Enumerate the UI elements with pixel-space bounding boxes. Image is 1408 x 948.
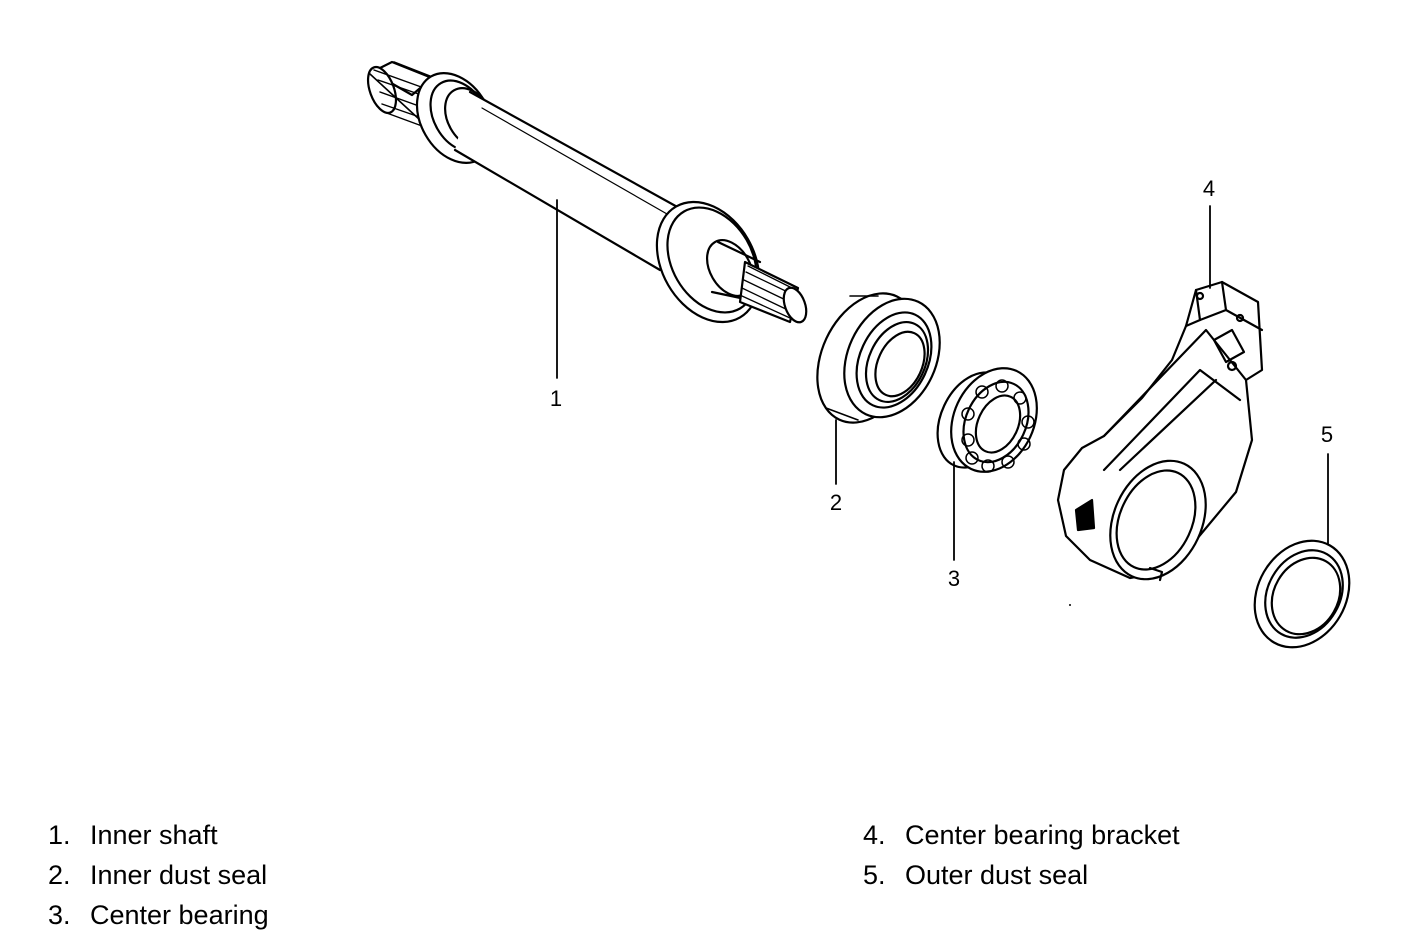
legend-right: 4. Center bearing bracket 5. Outer dust se…: [863, 815, 1180, 895]
legend-number: 5.: [863, 860, 886, 890]
legend-number: 4.: [863, 820, 886, 850]
callout-1: 1: [549, 386, 563, 411]
legend-label: Center bearing bracket: [905, 820, 1180, 850]
legend-item: 2. Inner dust seal: [48, 855, 269, 895]
inner-dust-seal: [816, 292, 941, 424]
legend-label: Center bearing: [90, 900, 269, 930]
legend-number: 2.: [48, 860, 71, 890]
legend-label: Outer dust seal: [905, 860, 1089, 890]
legend-item: 4. Center bearing bracket: [863, 815, 1180, 855]
center-bearing-bracket: [1056, 280, 1264, 582]
callout-5: 5: [1320, 422, 1334, 447]
callout-4: 4: [1202, 176, 1216, 201]
legend-label: Inner dust seal: [90, 860, 268, 890]
legend-item: 1. Inner shaft: [48, 815, 269, 855]
callout-3: 3: [947, 566, 961, 591]
legend-left: 1. Inner shaft 2. Inner dust seal 3. Center…: [48, 815, 269, 935]
legend-label: Inner shaft: [90, 820, 218, 850]
legend-number: 1.: [48, 820, 71, 850]
legend-item: 5. Outer dust seal: [863, 855, 1180, 895]
legend-item: 3. Center bearing: [48, 895, 269, 935]
legend-number: 3.: [48, 900, 71, 930]
outer-dust-seal: [1253, 539, 1351, 649]
inner-shaft: [366, 60, 808, 324]
leader-lines: [556, 199, 1329, 561]
callout-2: 2: [829, 490, 843, 515]
center-bearing: [936, 367, 1038, 473]
